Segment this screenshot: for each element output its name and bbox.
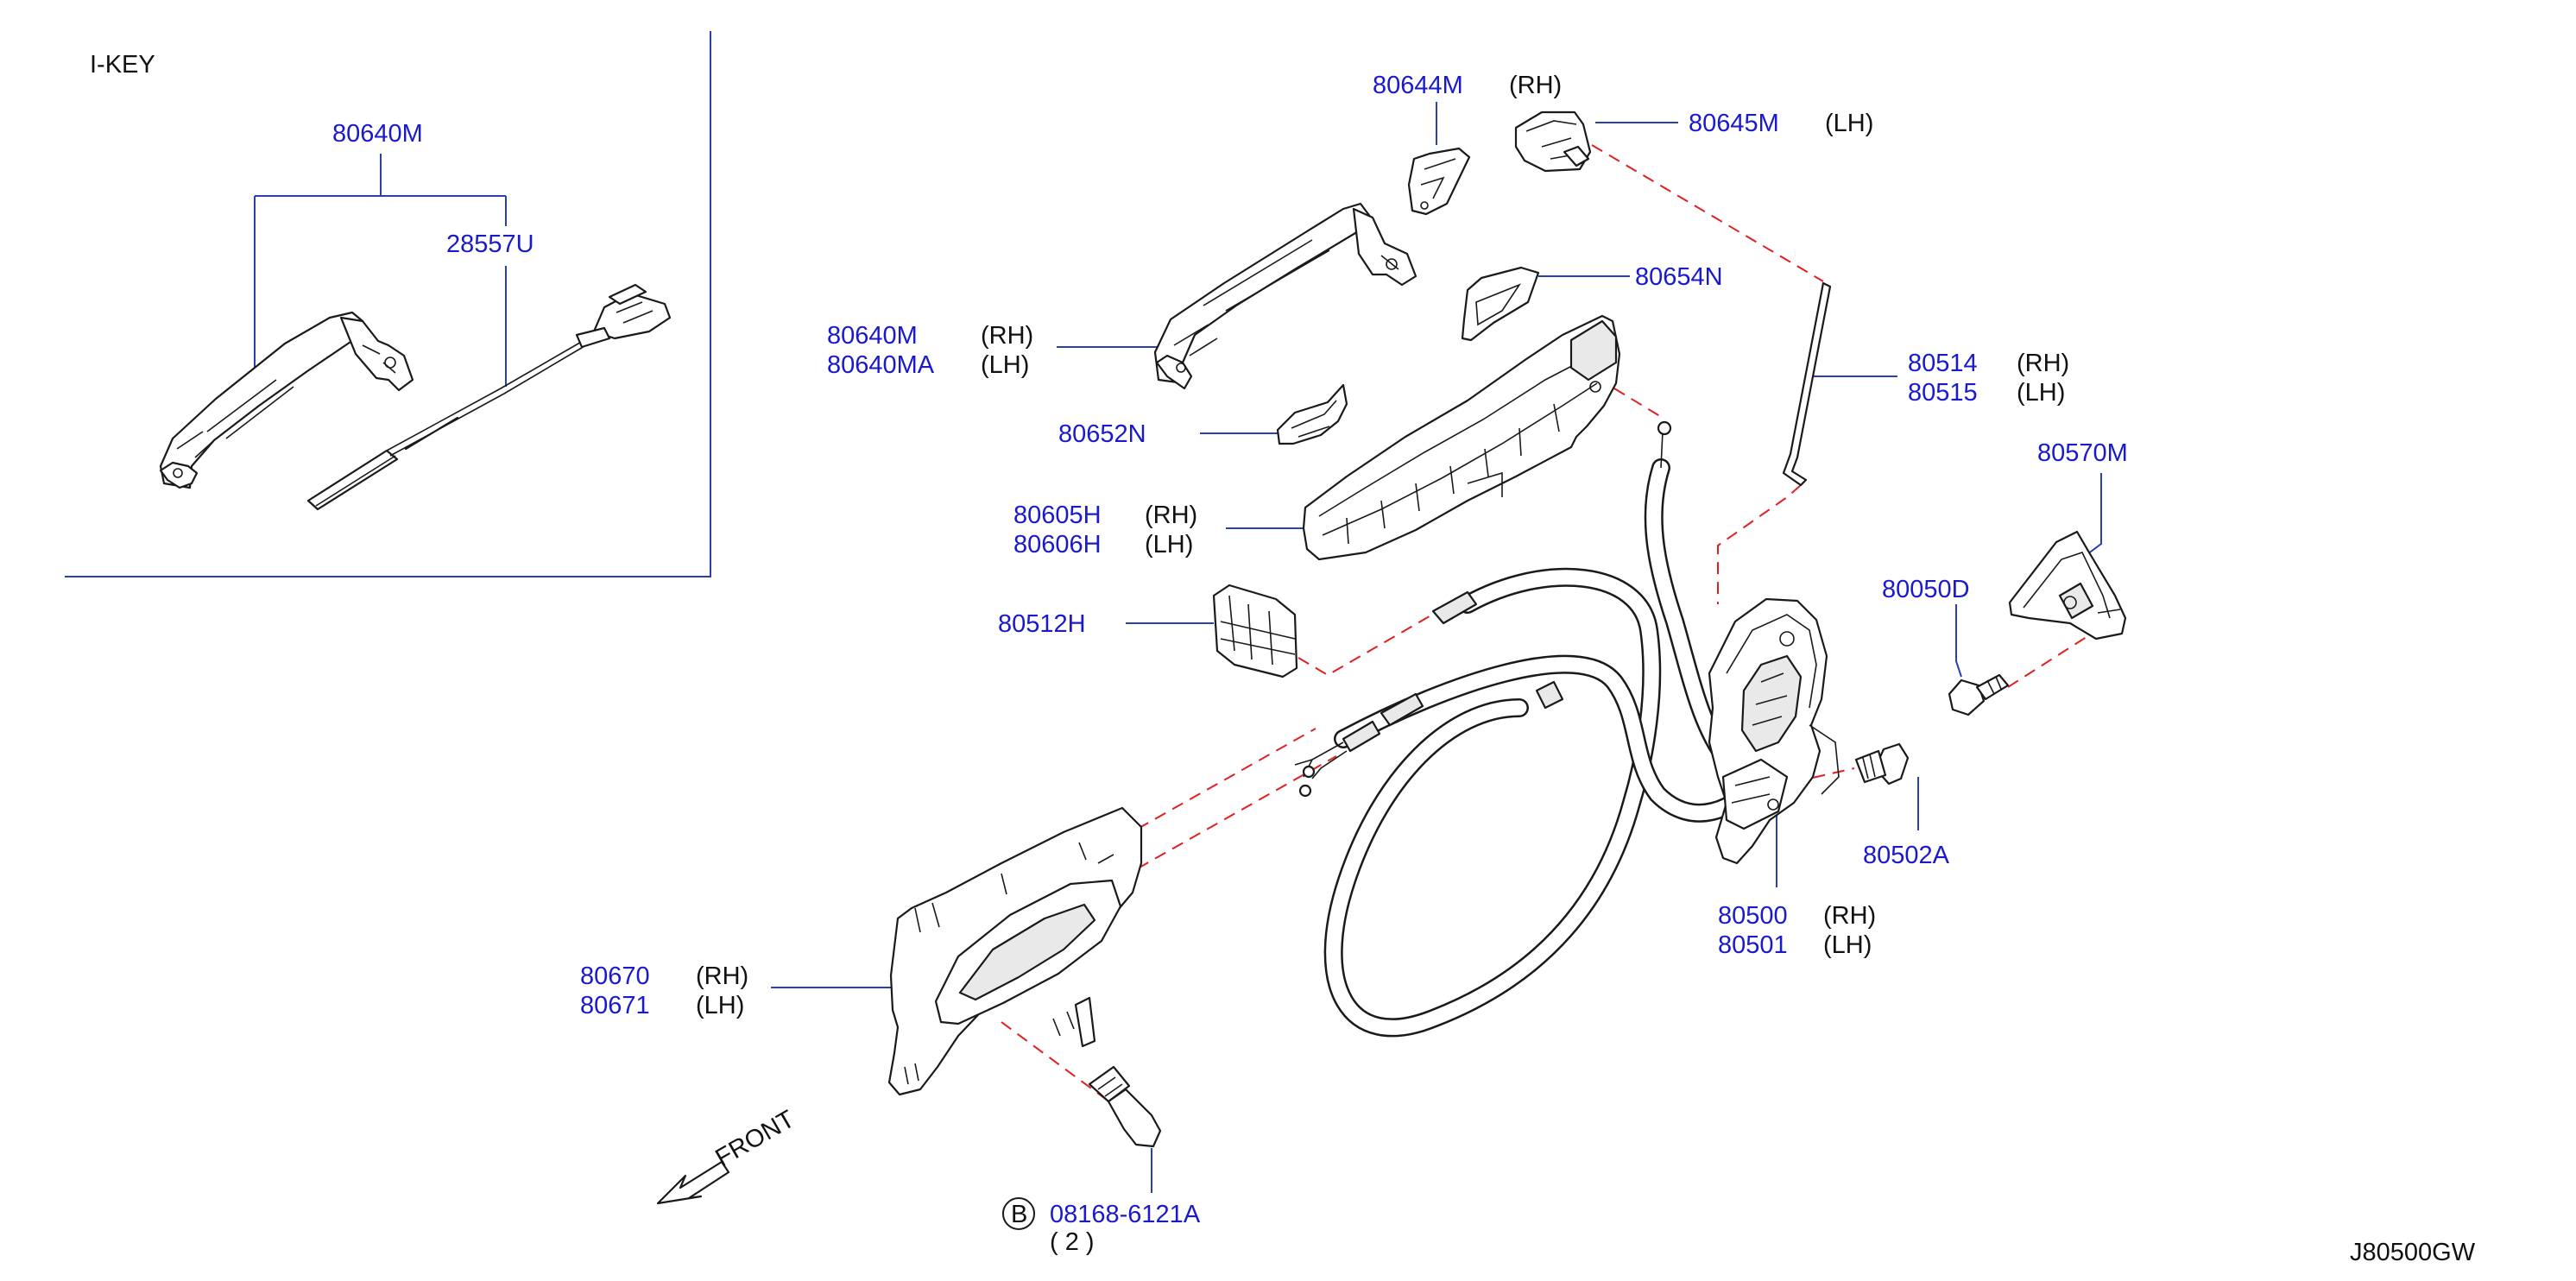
escutcheon-80645m xyxy=(1514,110,1592,173)
label-80514-side: (RH) xyxy=(2017,350,2069,377)
label-80645m-side: (LH) xyxy=(1825,110,1873,137)
label-80654n[interactable]: 80654N xyxy=(1635,263,1723,291)
label-80640m-side: (RH) xyxy=(981,322,1033,350)
label-80500-side: (RH) xyxy=(1823,902,1876,930)
label-80050d[interactable]: 80050D xyxy=(1882,576,1970,603)
clip-80512h xyxy=(1212,584,1298,678)
label-80570m[interactable]: 80570M xyxy=(2037,439,2128,467)
ikey-inset: I-KEY 80640M 28557U xyxy=(65,31,711,577)
label-80500[interactable]: 80500 xyxy=(1718,902,1788,930)
bolt-08168 xyxy=(1088,1065,1162,1148)
label-80502a[interactable]: 80502A xyxy=(1863,842,1950,869)
gasket-80654n xyxy=(1461,266,1540,342)
inset-frame xyxy=(65,31,711,577)
rod-80514 xyxy=(1782,281,1832,487)
ikey-handle-drawing xyxy=(159,311,414,489)
label-80652n[interactable]: 80652N xyxy=(1058,420,1146,448)
label-80512h[interactable]: 80512H xyxy=(998,610,1086,638)
striker-80570m xyxy=(2008,530,2127,640)
inset-label-cable[interactable]: 28557U xyxy=(446,230,534,258)
escutcheon-80644m xyxy=(1407,147,1471,216)
screw-80502a xyxy=(1854,742,1910,786)
cables xyxy=(1294,420,1771,1038)
label-80640m[interactable]: 80640M xyxy=(827,322,918,350)
label-80501-side: (LH) xyxy=(1823,931,1872,959)
label-08168-6121a[interactable]: 08168-6121A xyxy=(1050,1201,1201,1228)
label-80671-side: (LH) xyxy=(696,992,744,1019)
front-arrow: FRONT xyxy=(656,1105,800,1205)
handle-bracket-80605h xyxy=(1302,314,1621,561)
label-80670[interactable]: 80670 xyxy=(580,962,650,990)
bolt-badge: B xyxy=(1011,1201,1027,1228)
bolt-badge-circle xyxy=(1002,1197,1035,1230)
label-80644m-side: (RH) xyxy=(1509,72,1562,99)
leader-lines xyxy=(771,102,2102,1193)
part-labels: 80644M (RH) 80645M (LH) 80654N 80640M (R… xyxy=(580,72,2476,1266)
diagram-code: J80500GW xyxy=(2350,1239,2476,1266)
label-80671[interactable]: 80671 xyxy=(580,992,650,1019)
ikey-cable-drawing xyxy=(306,283,672,511)
label-80640ma-side: (LH) xyxy=(981,351,1029,379)
label-80606h-side: (LH) xyxy=(1145,531,1193,558)
front-label: FRONT xyxy=(711,1105,800,1172)
label-80605h[interactable]: 80605H xyxy=(1013,502,1102,529)
lock-actuator-80500 xyxy=(1708,597,1840,865)
label-80514[interactable]: 80514 xyxy=(1908,350,1978,377)
label-80640ma[interactable]: 80640MA xyxy=(827,351,935,379)
front-arrow-icon xyxy=(656,1160,730,1205)
label-80606h[interactable]: 80606H xyxy=(1013,531,1102,558)
inside-handle-80670 xyxy=(887,806,1143,1096)
label-80645m[interactable]: 80645M xyxy=(1689,110,1779,137)
label-80670-side: (RH) xyxy=(696,962,748,990)
screw-80050d xyxy=(1948,673,2010,716)
label-80605h-side: (RH) xyxy=(1145,502,1197,529)
inset-label-handle[interactable]: 80640M xyxy=(332,120,423,148)
gasket-80652n xyxy=(1276,383,1348,445)
outside-handle-80640m xyxy=(1153,202,1417,390)
label-80515-side: (LH) xyxy=(2017,379,2065,407)
inset-leader-bracket xyxy=(254,154,507,387)
bolt-quantity: ( 2 ) xyxy=(1050,1228,1095,1256)
inset-title: I-KEY xyxy=(90,51,155,79)
label-80644m[interactable]: 80644M xyxy=(1373,72,1463,99)
label-80515[interactable]: 80515 xyxy=(1908,379,1978,407)
label-80501[interactable]: 80501 xyxy=(1718,931,1788,959)
